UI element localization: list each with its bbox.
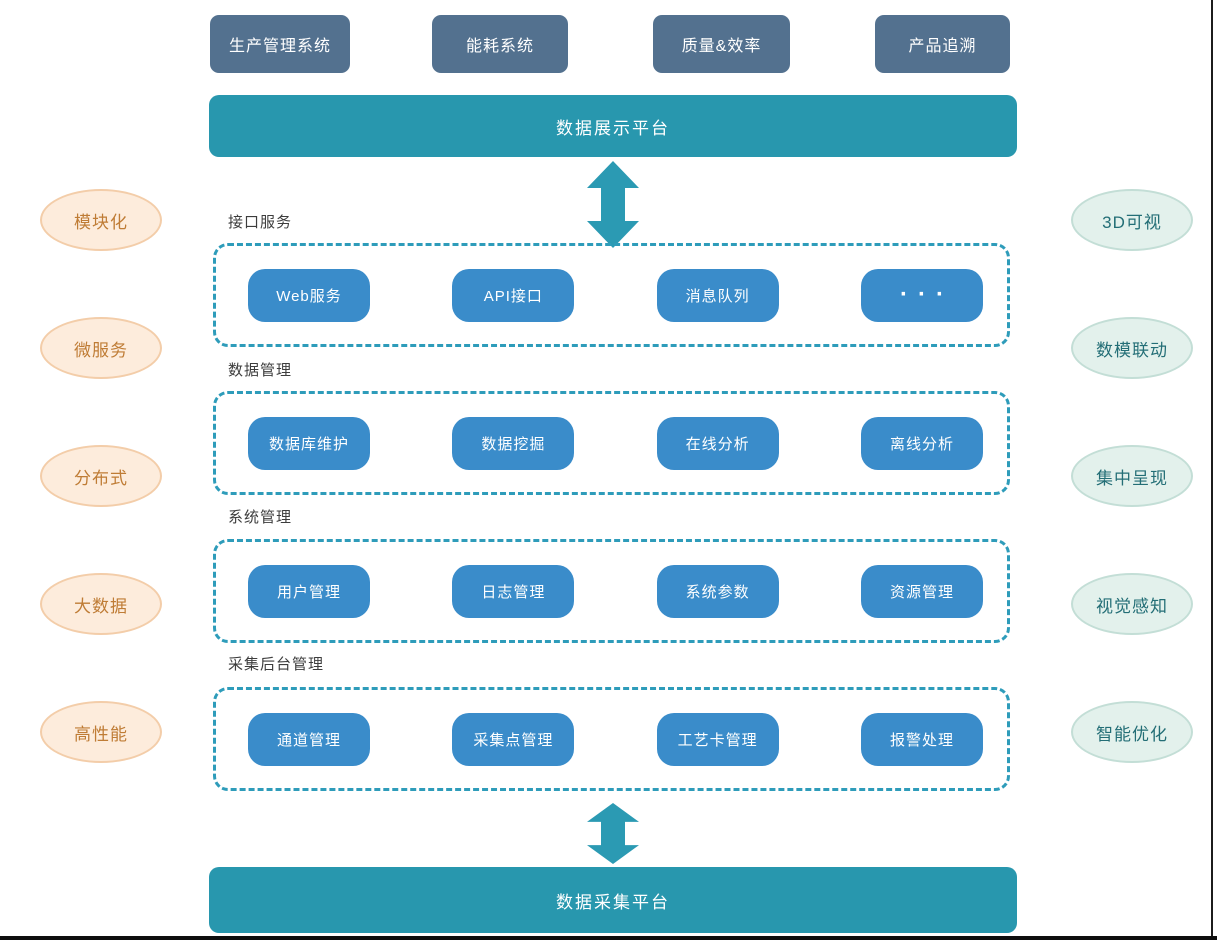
- feature-ellipse-3d-visual: 3D可视: [1071, 189, 1193, 251]
- system-box-quality: 质量&效率: [653, 15, 790, 73]
- collect-platform-banner: 数据采集平台: [209, 867, 1017, 933]
- module-pill-collection-point: 采集点管理: [452, 712, 575, 766]
- section-box-system-management: 用户管理 日志管理 系统参数 资源管理: [213, 539, 1010, 643]
- module-pill-offline-analysis: 离线分析: [860, 416, 983, 470]
- module-pill-message-queue: 消息队列: [656, 268, 779, 322]
- feature-ellipse-bigdata: 大数据: [40, 573, 162, 635]
- section-label-interface-services: 接口服务: [228, 214, 293, 231]
- module-pill-user-management: 用户管理: [248, 564, 370, 618]
- module-pill-api: API接口: [452, 268, 575, 322]
- section-label-acquisition-backend: 采集后台管理: [228, 656, 325, 673]
- feature-ellipse-optimization: 智能优化: [1071, 701, 1193, 763]
- feature-ellipse-performance: 高性能: [40, 701, 162, 763]
- section-box-data-management: 数据库维护 数据挖掘 在线分析 离线分析: [213, 391, 1010, 495]
- section-box-interface-services: Web服务 API接口 消息队列 ···: [213, 243, 1010, 347]
- module-pill-channel-management: 通道管理: [248, 712, 370, 766]
- module-pill-ellipsis: ···: [860, 268, 983, 322]
- system-box-tracing: 产品追溯: [875, 15, 1010, 73]
- feature-ellipse-model-linkage: 数模联动: [1071, 317, 1193, 379]
- display-platform-banner: 数据展示平台: [209, 95, 1017, 157]
- section-box-acquisition-backend: 通道管理 采集点管理 工艺卡管理 报警处理: [213, 687, 1010, 791]
- module-pill-online-analysis: 在线分析: [656, 416, 779, 470]
- feature-ellipse-centralized: 集中呈现: [1071, 445, 1193, 507]
- right-edge-line: [1211, 0, 1213, 940]
- vertical-double-arrow-icon: [587, 803, 639, 864]
- feature-ellipse-modular: 模块化: [40, 189, 162, 251]
- module-pill-process-card: 工艺卡管理: [656, 712, 779, 766]
- module-pill-db-maintenance: 数据库维护: [248, 416, 370, 470]
- section-label-system-management: 系统管理: [228, 509, 293, 526]
- vertical-double-arrow-icon: [587, 161, 639, 248]
- bottom-edge-line: [0, 936, 1217, 940]
- feature-ellipse-vision: 视觉感知: [1071, 573, 1193, 635]
- feature-ellipse-microservice: 微服务: [40, 317, 162, 379]
- system-box-production: 生产管理系统: [210, 15, 350, 73]
- system-box-energy: 能耗系统: [432, 15, 568, 73]
- module-pill-web-service: Web服务: [248, 268, 370, 322]
- module-pill-data-mining: 数据挖掘: [452, 416, 575, 470]
- module-pill-log-management: 日志管理: [452, 564, 575, 618]
- module-pill-alarm-handling: 报警处理: [860, 712, 983, 766]
- section-label-data-management: 数据管理: [228, 362, 293, 379]
- module-pill-system-params: 系统参数: [656, 564, 779, 618]
- module-pill-resource-management: 资源管理: [860, 564, 983, 618]
- feature-ellipse-distributed: 分布式: [40, 445, 162, 507]
